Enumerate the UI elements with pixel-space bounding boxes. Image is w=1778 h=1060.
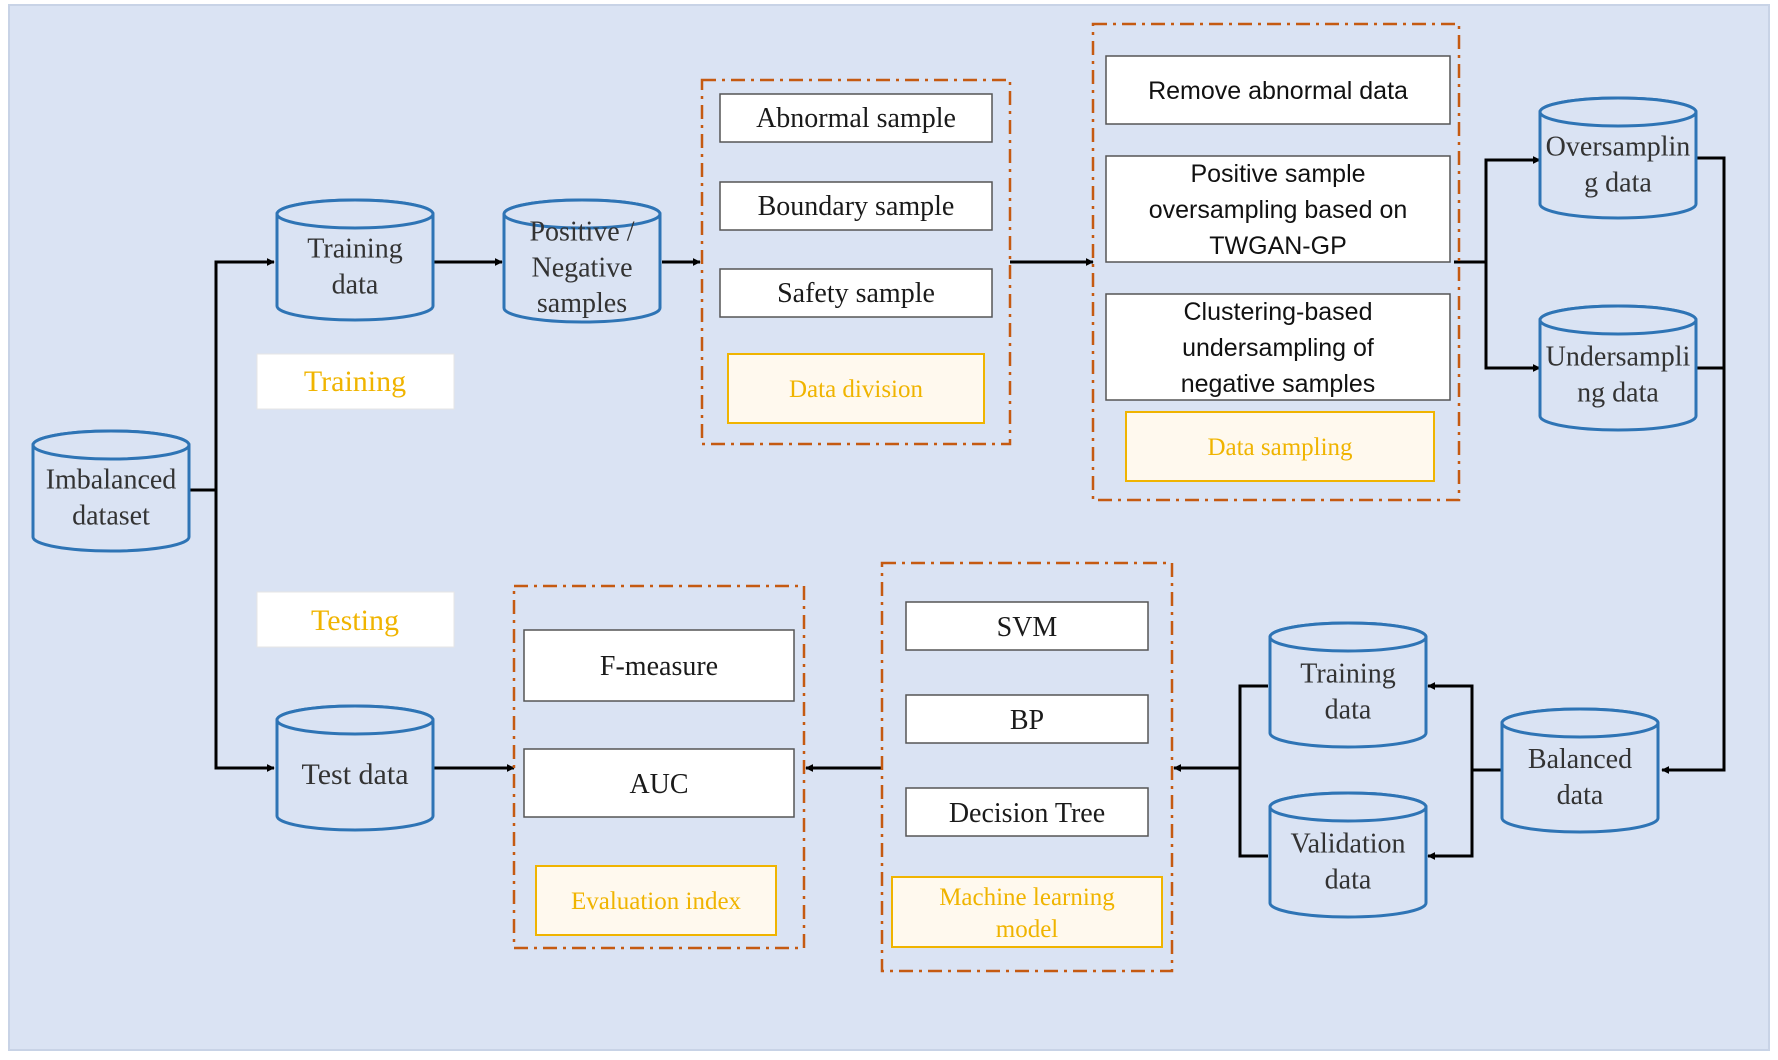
arrow-to-training-data: [189, 258, 275, 492]
cylinder-label: Positive /: [529, 217, 634, 248]
cylinder-imbalanced: Imbalanced dataset: [31, 429, 191, 553]
oversampling-method-text-3: TWGAN-GP: [1209, 232, 1347, 260]
f-measure-box: [523, 629, 795, 702]
remove-abnormal-box: [1105, 55, 1451, 125]
cylinder-top: [502, 198, 662, 230]
cylinder-label: Undersampli: [1546, 341, 1691, 372]
cylinder-top: [1268, 791, 1428, 823]
cylinder-label: Imbalanced: [46, 464, 177, 495]
arrow-over-under-to-balanced: [1661, 156, 1726, 774]
ml-model-frame: [880, 561, 1174, 973]
cylinder-top: [1268, 621, 1428, 653]
cylinder-training-top: Training data: [275, 198, 435, 322]
svm-text: SVM: [997, 612, 1058, 643]
line-training-left: [1238, 684, 1268, 858]
evaluation-caption-box: [535, 865, 777, 936]
cylinder-validation: Validation data: [1268, 791, 1428, 919]
training-label: Training: [304, 365, 406, 398]
cylinder-label: Training: [307, 233, 402, 264]
remove-abnormal-text: Remove abnormal data: [1148, 77, 1408, 105]
cylinder-label: data: [332, 269, 379, 300]
cylinder-label: data: [1325, 694, 1372, 725]
oversampling-method-text-2: oversampling based on: [1149, 196, 1408, 224]
data-sampling-frame: [1091, 22, 1461, 502]
data-division-frame: [700, 78, 1012, 446]
data-division-caption: Data division: [789, 376, 924, 403]
undersampling-method-text-2: undersampling of: [1182, 334, 1374, 362]
cylinder-label: data: [1557, 780, 1604, 811]
cylinder-top: [1538, 96, 1698, 128]
data-sampling-caption: Data sampling: [1207, 434, 1353, 461]
oversampling-method-box: [1105, 155, 1451, 263]
ml-model-caption-2: model: [996, 916, 1059, 943]
cylinder-label: Negative: [531, 252, 632, 283]
f-measure-text: F-measure: [600, 651, 718, 682]
cylinder-top: [1500, 707, 1660, 739]
data-sampling-caption-box: [1125, 411, 1435, 482]
cylinder-label: Balanced: [1528, 744, 1632, 775]
boundary-sample-text: Boundary sample: [758, 191, 955, 222]
data-division-group: Abnormal sample Boundary sample Safety s…: [700, 78, 1012, 446]
cylinder-training-bottom: Training data: [1268, 621, 1428, 749]
data-division-caption-box: [727, 353, 985, 424]
auc-box: [523, 748, 795, 818]
cylinder-label: data: [1325, 864, 1372, 895]
arrow-to-oversampling: [1454, 156, 1541, 264]
cylinder-pos-neg: Positive / Negative samples: [502, 198, 662, 324]
abnormal-sample-box: [719, 93, 993, 143]
cylinder-test: Test data: [275, 704, 435, 832]
cylinder-undersampling: Undersampli ng data: [1538, 304, 1698, 432]
testing-label: Testing: [311, 604, 399, 637]
cylinder-label: Test data: [301, 758, 408, 791]
training-label-box: [256, 353, 455, 410]
cylinder-balanced: Balanced data: [1500, 707, 1660, 834]
undersampling-method-box: [1105, 293, 1451, 401]
cylinder-label: Oversamplin: [1546, 131, 1691, 162]
cylinder-label: ng data: [1577, 377, 1659, 408]
cylinder-label: Training: [1300, 658, 1395, 689]
safety-sample-box: [719, 268, 993, 318]
cylinder-top: [275, 704, 435, 736]
undersampling-method-text-3: negative samples: [1181, 370, 1376, 398]
oversampling-method-text-1: Positive sample: [1190, 160, 1365, 188]
ml-model-caption-1: Machine learning: [939, 884, 1115, 911]
decision-tree-text: Decision Tree: [949, 798, 1105, 829]
evaluation-group: F-measure AUC Evaluation index: [512, 584, 806, 950]
bp-box: [905, 694, 1149, 744]
arrow-to-test-data: [214, 490, 275, 772]
cylinder-top: [31, 429, 191, 461]
connectors: [189, 156, 1726, 860]
cylinder-oversampling: Oversamplin g data: [1538, 96, 1698, 220]
evaluation-frame: [512, 584, 806, 950]
ml-model-group: SVM BP Decision Tree Machine learning mo…: [880, 561, 1174, 973]
evaluation-caption: Evaluation index: [571, 888, 742, 915]
bp-text: BP: [1010, 705, 1044, 736]
safety-sample-text: Safety sample: [777, 278, 935, 309]
background-panel: [8, 4, 1770, 1051]
svm-box: [905, 601, 1149, 651]
data-sampling-group: Remove abnormal data Positive sample ove…: [1091, 22, 1461, 502]
cylinder-label: dataset: [72, 500, 150, 531]
undersampling-method-text-1: Clustering-based: [1184, 298, 1373, 326]
abnormal-sample-text: Abnormal sample: [756, 103, 956, 134]
cylinder-top: [1538, 304, 1698, 336]
cylinder-label: samples: [537, 288, 627, 319]
testing-label-box: [256, 591, 455, 648]
cylinder-label: Validation: [1290, 828, 1405, 859]
boundary-sample-box: [719, 181, 993, 231]
arrow-to-undersampling: [1484, 262, 1541, 372]
arrow-balanced-to-training: [1427, 682, 1502, 772]
cylinder-label: g data: [1584, 167, 1652, 198]
decision-tree-box: [905, 787, 1149, 837]
cylinder-top: [275, 198, 435, 230]
ml-model-caption-box: [891, 876, 1163, 948]
arrow-balanced-to-validation: [1427, 770, 1474, 860]
auc-text: AUC: [629, 769, 688, 800]
